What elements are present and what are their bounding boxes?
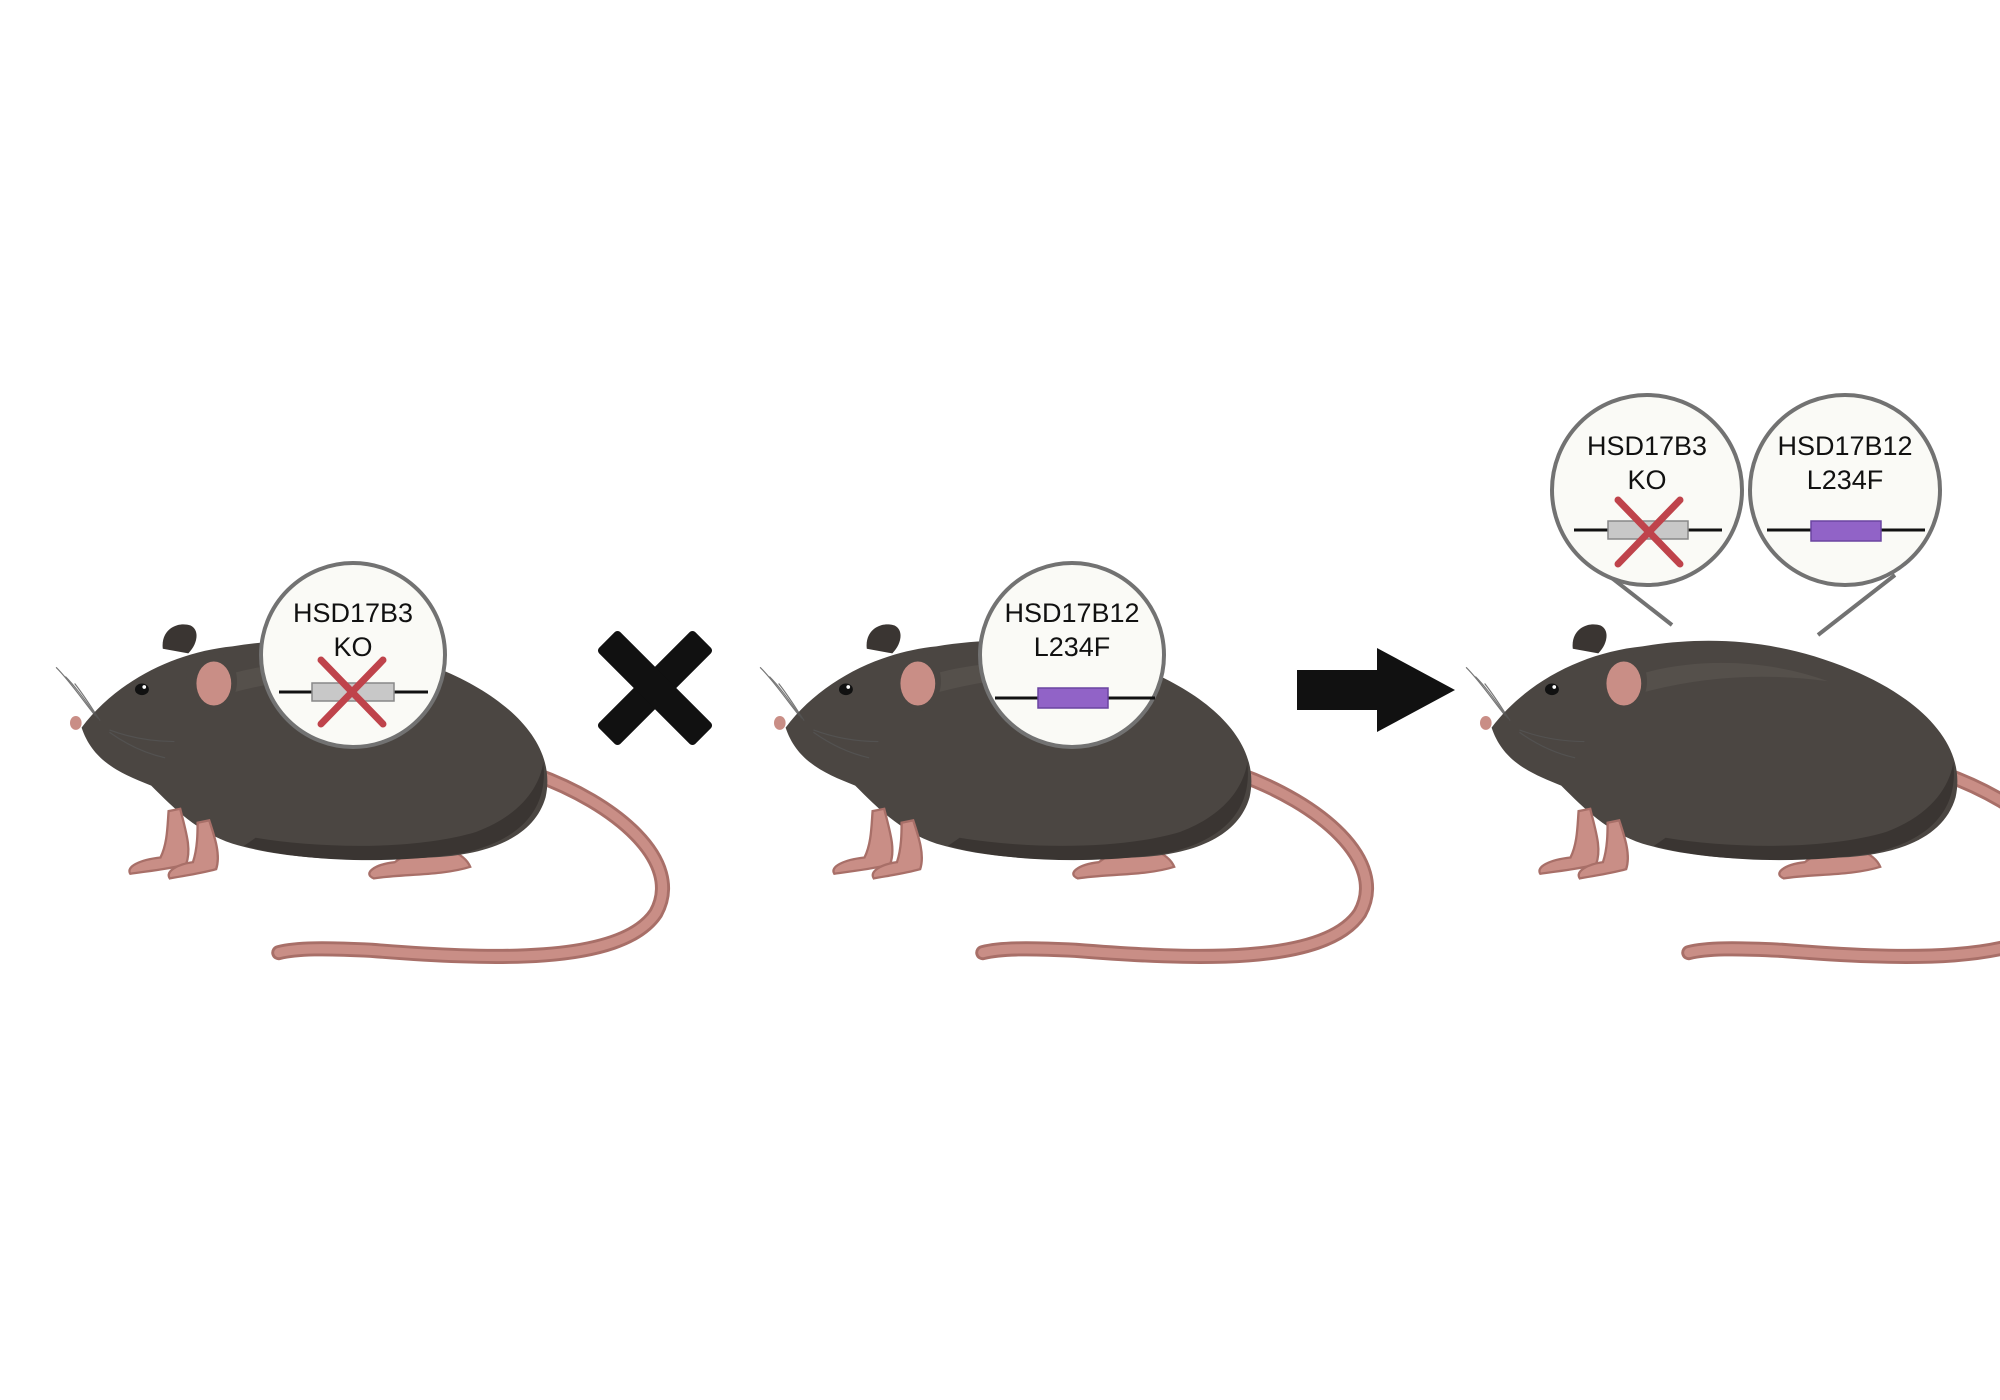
- mutated-gene-block: [1037, 687, 1109, 709]
- cross-icon: [597, 630, 713, 746]
- gene-callout-hsd17b12-offspring: HSD17B12 L234F: [1748, 393, 1942, 587]
- mouse-offspring: [1466, 624, 2000, 956]
- callout-circle: [1748, 393, 1942, 587]
- callout-gene-label: HSD17B12: [1777, 431, 1912, 461]
- mouse-body-icon: [1466, 624, 2000, 956]
- callout-circle: [1550, 393, 1744, 587]
- callout-circle: [259, 561, 447, 749]
- callout-modification-label: KO: [1627, 465, 1666, 495]
- callout-pointer: [1606, 573, 1674, 627]
- callout-gene-label: HSD17B3: [293, 598, 413, 628]
- knockout-cross-icon: [1614, 496, 1684, 568]
- mutated-gene-block: [1810, 520, 1882, 542]
- callout-circle: [978, 561, 1166, 749]
- callout-modification-label: L234F: [1807, 465, 1884, 495]
- gene-callout-hsd17b3-offspring: HSD17B3 KO: [1550, 393, 1744, 587]
- callout-modification-label: KO: [333, 632, 372, 662]
- gene-callout-hsd17b12: HSD17B12 L234F: [978, 561, 1166, 749]
- callout-gene-label: HSD17B12: [1004, 598, 1139, 628]
- callout-pointer: [1816, 573, 1897, 637]
- callout-gene-label: HSD17B3: [1587, 431, 1707, 461]
- arrow-right-icon: [1297, 648, 1455, 732]
- callout-modification-label: L234F: [1034, 632, 1111, 662]
- knockout-cross-icon: [317, 656, 387, 728]
- gene-callout-hsd17b3: HSD17B3 KO: [259, 561, 447, 749]
